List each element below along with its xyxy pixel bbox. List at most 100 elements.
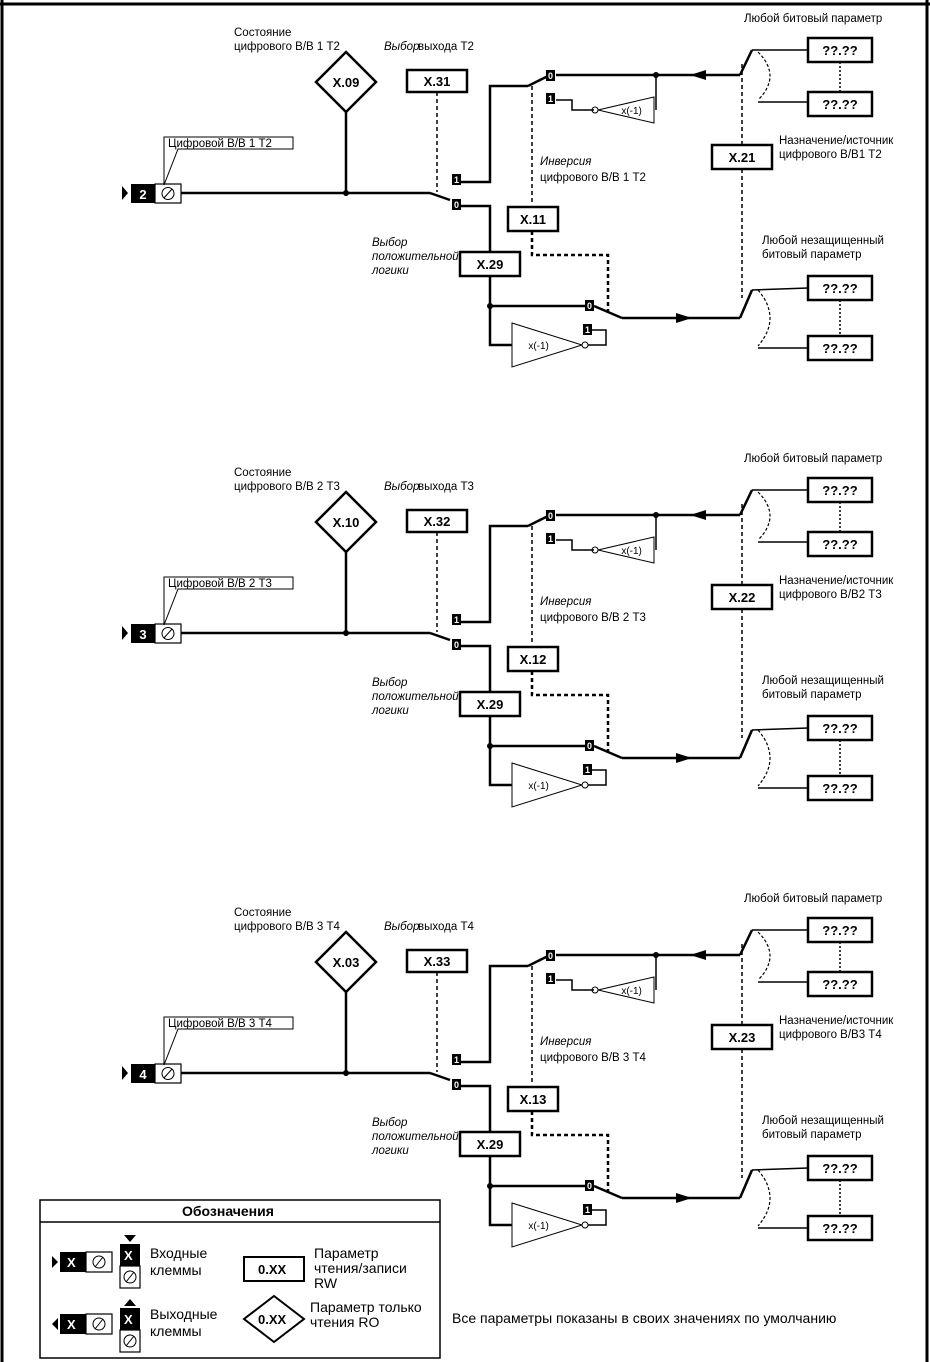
source-selector-blade — [738, 929, 754, 956]
terminal-label-box: Цифровой В/В 2 Т3 — [163, 576, 294, 626]
terminal-label-box: Цифровой В/В 3 Т4 — [163, 1016, 294, 1066]
logic-switch-0-tag: 0 — [585, 300, 594, 311]
source-param-top: ??.?? — [806, 916, 874, 944]
legend-title: Обозначения — [182, 1203, 274, 1219]
source-selector-arc — [757, 931, 771, 981]
legend-input-terminal-icon: X — [52, 1251, 113, 1273]
legend-rw-param-text: 0.XX — [258, 1262, 287, 1277]
switch-1-tag-text: 1 — [454, 175, 459, 185]
any-bit-param-label: Любой битовый параметр — [744, 453, 882, 465]
output-select-italic: Выбор — [384, 921, 420, 933]
status-param-diamond-text: X.03 — [333, 955, 360, 970]
switch-1-tag-text: 1 — [454, 615, 459, 625]
dest-param-top-text: ??.?? — [822, 1161, 857, 1176]
logic-switch-0-tag: 0 — [585, 1180, 594, 1191]
logic-switch-1-tag-text: 1 — [585, 325, 590, 335]
output-select-param-text: X.32 — [424, 514, 451, 529]
status-param-diamond-text: X.09 — [333, 75, 360, 90]
invert-param: X.13 — [506, 1085, 560, 1113]
source-param-bottom-text: ??.?? — [822, 537, 857, 552]
output-select-italic: Выбор — [384, 481, 420, 493]
inverter-out-wire — [556, 979, 594, 991]
switch-blade — [429, 631, 451, 642]
terminal-label: Цифровой В/В 1 Т2 — [168, 138, 272, 150]
logic-switch-1-tag-text: 1 — [585, 1205, 590, 1215]
status-param-diamond: X.03 — [314, 930, 378, 994]
dest-param-top: ??.?? — [806, 1154, 874, 1182]
inv-switch-0-tag: 0 — [546, 950, 555, 961]
source-param-bottom-text: ??.?? — [822, 97, 857, 112]
inv-switch-1-tag: 1 — [546, 973, 555, 984]
switch-0-tag-text: 0 — [454, 640, 459, 650]
legend-terminal-x: X — [67, 1317, 76, 1332]
invert-param: X.11 — [506, 205, 560, 233]
logic-inverter-out — [583, 329, 607, 346]
logic-inverter-out — [583, 769, 607, 786]
source-param-bottom: ??.?? — [806, 530, 874, 558]
switch-1-tag: 1 — [452, 614, 461, 625]
pos-logic-param-text: X.29 — [477, 257, 504, 272]
dest-selector-arc — [757, 289, 771, 347]
status-param-diamond: X.10 — [314, 490, 378, 554]
invert-param-text: X.13 — [520, 1092, 547, 1107]
switch-0-tag-text: 0 — [454, 1080, 459, 1090]
source-selector-arc — [757, 51, 771, 101]
arrow-left-icon — [690, 950, 706, 960]
source-param-bottom-text: ??.?? — [822, 977, 857, 992]
source-selector-blade — [738, 489, 754, 516]
invert-param-text: X.11 — [520, 212, 546, 227]
logic-switch-blade — [593, 304, 623, 320]
arrow-left-icon — [690, 70, 706, 80]
dest-param-bottom: ??.?? — [806, 334, 874, 362]
dest-param-text: X.21 — [729, 150, 756, 165]
switch-0-tag: 0 — [452, 199, 461, 210]
switch-0-tag: 0 — [452, 1079, 461, 1090]
dest-param-bottom: ??.?? — [806, 774, 874, 802]
invert-label: цифрового В/В 1 Т2 — [540, 172, 646, 184]
logic-inverter: x(-1) — [511, 762, 589, 808]
source-selector-blade — [738, 49, 754, 76]
switch-1-tag: 1 — [452, 1054, 461, 1065]
source-param-top: ??.?? — [806, 476, 874, 504]
dest-option-1-wire — [751, 1167, 809, 1171]
inv-switch-0-tag-text: 0 — [548, 71, 553, 81]
pos-logic-invert-wire — [488, 1186, 512, 1227]
output-select-param: X.32 — [405, 508, 469, 534]
logic-switch-0-tag-text: 0 — [587, 1181, 592, 1191]
invert-gain-text: x(-1) — [528, 341, 549, 352]
any-bit-param-label: Любой битовый параметр — [744, 893, 882, 905]
terminal-number: 2 — [139, 187, 146, 202]
source-inverter: x(-1) — [591, 96, 655, 124]
pos-logic-param-text: X.29 — [477, 1137, 504, 1152]
pos-logic-invert-wire — [488, 306, 512, 347]
arrow-left-icon — [690, 510, 706, 520]
dest-selector-blade — [738, 1169, 754, 1199]
legend-terminal-x: X — [124, 1248, 133, 1263]
invert-label: цифрового В/В 3 Т4 — [540, 1052, 647, 1064]
switch-1-tag: 1 — [452, 174, 461, 185]
arrow-right-icon — [676, 753, 692, 763]
terminal-3: 3 — [122, 623, 182, 644]
invert-gain-text: x(-1) — [621, 106, 642, 117]
invert-gain-text: x(-1) — [528, 781, 549, 792]
dest-param-top: ??.?? — [806, 714, 874, 742]
terminal-2: 2 — [122, 183, 182, 204]
inv-switch-1-tag-text: 1 — [548, 534, 553, 544]
switch-0-tag: 0 — [452, 639, 461, 650]
dest-param-top: ??.?? — [806, 274, 874, 302]
source-param-top-text: ??.?? — [822, 923, 857, 938]
output-path-wire — [461, 84, 528, 184]
status-param-diamond: X.09 — [314, 50, 378, 114]
output-select-param-text: X.33 — [424, 954, 451, 969]
output-select-param-text: X.31 — [424, 74, 451, 89]
arrow-right-icon — [676, 1193, 692, 1203]
